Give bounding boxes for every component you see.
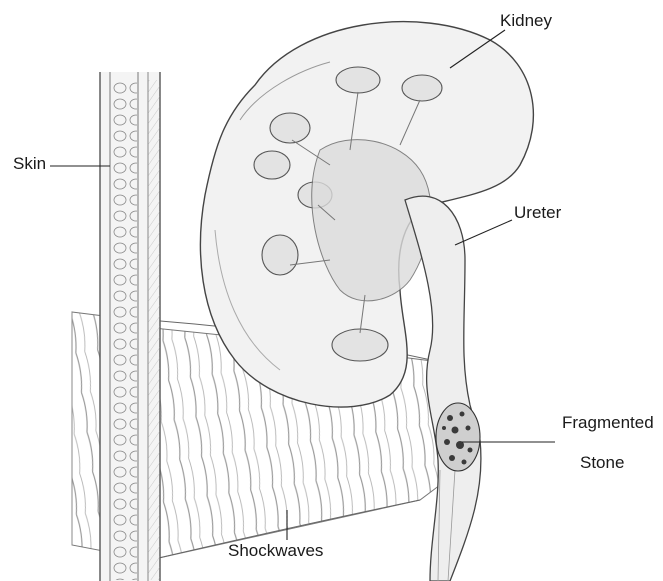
label-shockwaves: Shockwaves: [228, 542, 323, 559]
kidney: [200, 22, 533, 407]
label-skin: Skin: [13, 155, 46, 172]
label-fragmented: Fragmented: [562, 414, 654, 431]
skin-layer: [100, 72, 160, 581]
fragmented-stone: [436, 403, 480, 471]
label-ureter: Ureter: [514, 204, 561, 221]
label-kidney: Kidney: [500, 12, 552, 29]
label-stone: Stone: [580, 454, 624, 471]
